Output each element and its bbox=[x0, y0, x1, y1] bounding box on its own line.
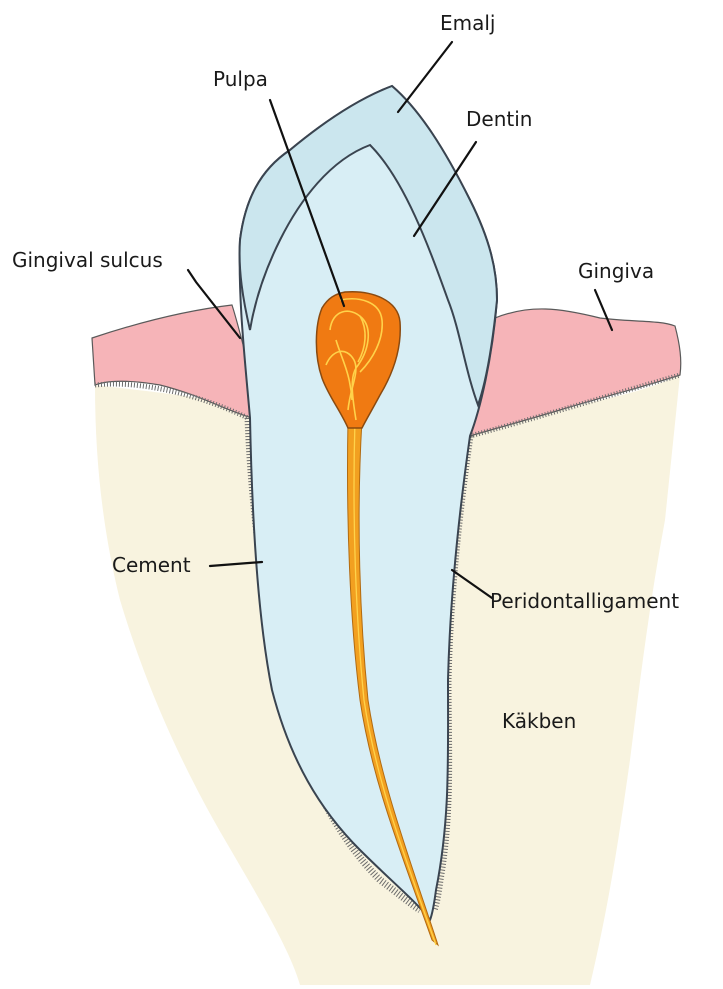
label-gingival-sulcus: Gingival sulcus bbox=[12, 248, 163, 272]
label-dentin: Dentin bbox=[466, 107, 532, 131]
leader-emalj bbox=[398, 42, 452, 112]
label-gingiva: Gingiva bbox=[578, 259, 654, 283]
label-emalj: Emalj bbox=[440, 11, 496, 35]
label-cement: Cement bbox=[112, 553, 191, 577]
label-kakben: Käkben bbox=[502, 709, 576, 733]
label-peridontalligament: Peridontalligament bbox=[490, 589, 679, 613]
label-pulpa: Pulpa bbox=[213, 67, 268, 91]
